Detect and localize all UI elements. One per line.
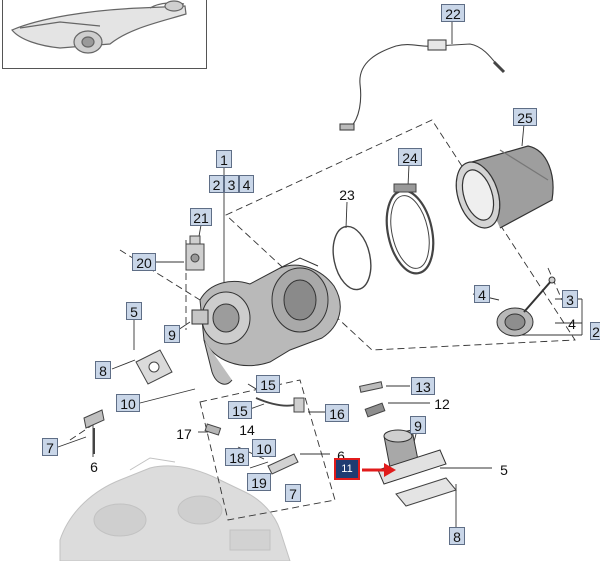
callout-7-b[interactable]: 7: [285, 484, 301, 502]
callout-15[interactable]: 15: [256, 375, 280, 393]
part-1-turbocharger: [191, 257, 341, 385]
part-18-19-bolt: [267, 453, 299, 475]
part-8-gasket-right: [395, 477, 457, 507]
callout-8-b[interactable]: 8: [449, 527, 465, 545]
callout-22[interactable]: 22: [441, 4, 465, 22]
vehicle-thumbnail-icon: [11, 0, 187, 54]
callout-13[interactable]: 13: [411, 377, 435, 395]
highlight-arrow: [362, 463, 396, 477]
part-20-21-bracket: [185, 235, 205, 271]
callout-9[interactable]: 9: [164, 325, 180, 343]
callout-3[interactable]: 3: [224, 175, 239, 193]
part-24-vband-clamp: [385, 183, 435, 275]
callout-6[interactable]: 6: [90, 459, 98, 475]
callout-24[interactable]: 24: [398, 148, 422, 166]
callout-4-b[interactable]: 4: [474, 285, 490, 303]
part-17-stud: [204, 423, 222, 436]
callout-23[interactable]: 23: [339, 187, 355, 203]
callout-5[interactable]: 5: [126, 302, 142, 320]
callout-9-b[interactable]: 9: [410, 416, 426, 434]
callout-14[interactable]: 14: [239, 422, 255, 438]
callout-7[interactable]: 7: [42, 438, 58, 456]
callout-25[interactable]: 25: [513, 108, 537, 126]
engine-block-ghost: [59, 457, 291, 561]
part-25-canister: [455, 145, 554, 229]
callout-20[interactable]: 20: [132, 253, 156, 271]
callout-6-b[interactable]: 6: [337, 448, 345, 464]
part-4-actuator: [496, 276, 556, 337]
callout-21[interactable]: 21: [190, 208, 212, 226]
callout-19[interactable]: 19: [247, 473, 271, 491]
callout-12[interactable]: 12: [434, 396, 450, 412]
callout-11-highlighted[interactable]: 11: [334, 458, 360, 480]
part-22-sensor-cable: [339, 39, 506, 131]
callout-2-b[interactable]: 2: [590, 322, 600, 340]
part-15-16-pipe: [255, 397, 305, 413]
part-8-gasket-left: [135, 349, 173, 385]
callout-16[interactable]: 16: [325, 404, 349, 422]
callout-10-b[interactable]: 10: [252, 439, 276, 457]
callout-4[interactable]: 4: [239, 175, 254, 193]
callout-15-b[interactable]: 15: [228, 401, 252, 419]
callout-4-c[interactable]: 4: [568, 316, 576, 332]
part-11-pipe-section: [377, 429, 447, 485]
part-12-13-fittings: [359, 381, 386, 418]
callout-18[interactable]: 18: [225, 448, 249, 466]
callout-5-b[interactable]: 5: [500, 462, 508, 478]
callout-10[interactable]: 10: [116, 394, 140, 412]
callout-17[interactable]: 17: [176, 426, 192, 442]
part-23-gasket: [332, 225, 372, 291]
part-10-bolt-left: [83, 409, 105, 454]
callout-3-b[interactable]: 3: [562, 290, 578, 308]
callout-2[interactable]: 2: [209, 175, 224, 193]
callout-1[interactable]: 1: [216, 150, 232, 168]
callout-8[interactable]: 8: [95, 361, 111, 379]
